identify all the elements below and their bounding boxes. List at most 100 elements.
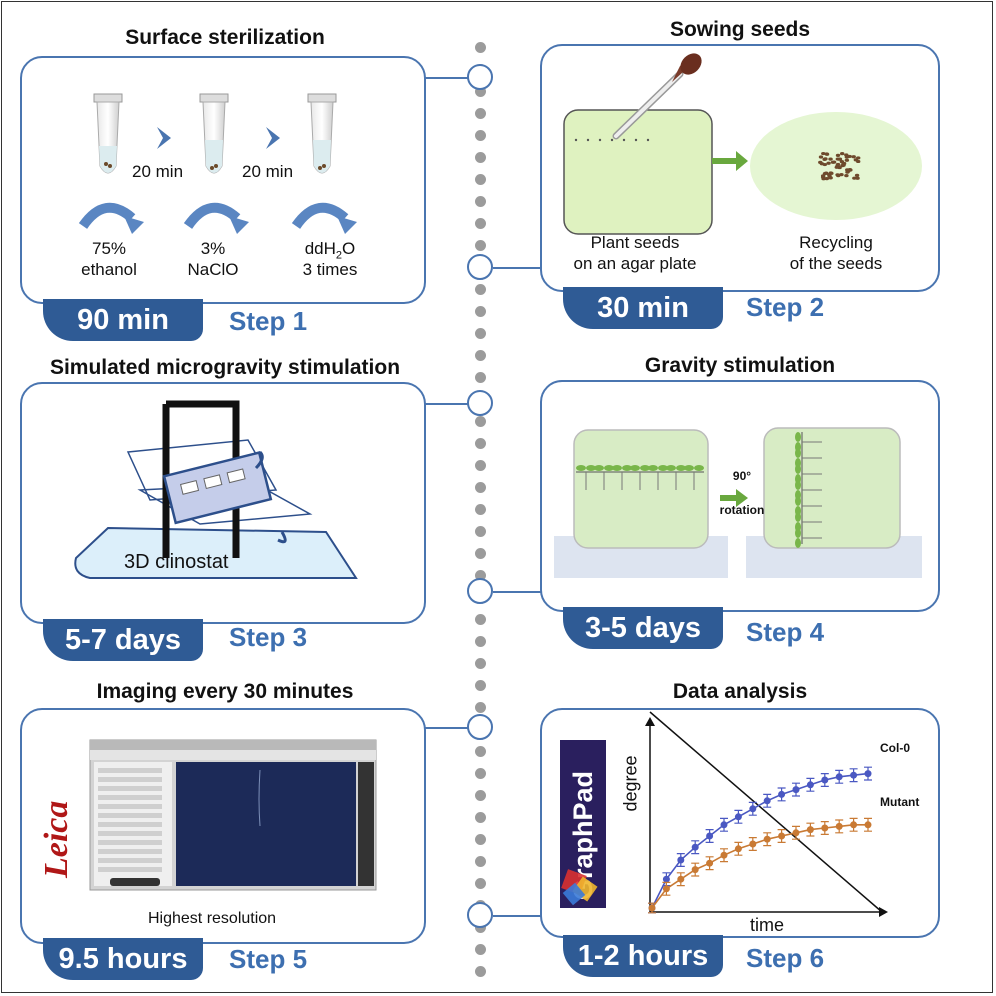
timeline-dot (475, 438, 486, 449)
seed (823, 157, 828, 161)
data-point (778, 832, 786, 840)
sowing-label-1b: on an agar plate (573, 254, 697, 273)
step-6-title: Data analysis (672, 680, 808, 703)
timeline-dot (475, 306, 486, 317)
seed (835, 162, 841, 167)
data-point (864, 821, 872, 829)
timeline-dot (475, 746, 486, 757)
data-point (850, 821, 858, 829)
seed (839, 172, 844, 177)
data-point (648, 904, 656, 912)
seedling-leaf (640, 465, 650, 471)
timeline-dot (475, 460, 486, 471)
timeline-dot (475, 130, 486, 141)
seed (828, 157, 833, 161)
step-2-label: Step 2 (746, 292, 825, 322)
step-4-title: Gravity stimulation (644, 354, 836, 377)
y-axis-arrow-icon (645, 717, 655, 726)
chevron-icon-2 (266, 127, 280, 149)
timeline-node-step-5 (467, 714, 493, 740)
seed (836, 157, 842, 161)
timeline-dot (475, 108, 486, 119)
solution-1-name: ethanol (81, 260, 137, 279)
seedling-leaf (795, 432, 801, 442)
step-5-label: Step 5 (229, 944, 308, 974)
data-point (662, 885, 670, 893)
timeline-dot (475, 196, 486, 207)
connector-step-4 (493, 591, 545, 593)
data-point (734, 845, 742, 853)
seed (830, 160, 836, 164)
tube-1-icon (93, 93, 123, 174)
data-point (778, 790, 786, 798)
seedling-leaf (666, 465, 676, 471)
connector-step-1 (425, 77, 480, 79)
sidebar-row (98, 813, 162, 818)
incubation-time-1: 20 min (132, 162, 184, 181)
data-point (749, 840, 757, 848)
data-point (706, 859, 714, 867)
data-point (691, 866, 699, 874)
step-6-duration: 1-2 hours (563, 935, 723, 977)
clinostat-label: 3D clinostat (124, 551, 229, 573)
gravity-illustration (554, 427, 922, 578)
seedling-leaf (795, 496, 801, 506)
seed (851, 155, 856, 159)
data-point (662, 875, 670, 883)
seedling-leaf (694, 465, 704, 471)
sidebar-row (98, 795, 162, 800)
timeline-dot (475, 482, 486, 493)
graphpad-logo: GraphPad (560, 740, 606, 908)
data-point (763, 797, 771, 805)
timeline-dot (475, 680, 486, 691)
data-point (792, 786, 800, 794)
step-4-duration: 3-5 days (563, 607, 723, 649)
seedling-leaf (795, 480, 801, 490)
timeline-dot (475, 42, 486, 53)
timeline-dot (475, 702, 486, 713)
x-axis-arrow-icon (879, 907, 888, 917)
seed (824, 177, 830, 181)
sidebar-row (98, 858, 162, 863)
leica-logo: Leica (38, 800, 75, 878)
data-point (706, 832, 714, 840)
seedling-leaf (648, 465, 658, 471)
timeline-dot (475, 790, 486, 801)
seed (818, 160, 823, 164)
imaging-software-screenshot (89, 739, 377, 891)
step-1-duration: 90 min (43, 299, 203, 341)
seed (818, 155, 824, 159)
seedling-leaf (795, 538, 801, 548)
step-3-duration: 5-7 days (43, 619, 203, 661)
solution-3-repeat: 3 times (302, 260, 358, 279)
seed (846, 169, 851, 173)
timeline-dot (475, 416, 486, 427)
timeline-dot (475, 658, 486, 669)
timeline-dot (475, 570, 486, 581)
data-point (720, 821, 728, 829)
seed (839, 152, 845, 156)
seed (826, 161, 831, 165)
timeline-node-step-4 (467, 578, 493, 604)
step-1-title: Surface sterilization (125, 26, 325, 49)
timeline-dot (475, 526, 486, 537)
seedling-leaf (795, 464, 801, 474)
timeline-dot (475, 350, 486, 361)
timeline-dot (475, 856, 486, 867)
data-point (677, 856, 685, 864)
seedling-leaf (795, 448, 801, 458)
rotation-degree: 90° (732, 469, 752, 483)
sterilization-illustration (78, 93, 357, 234)
seedling-leaf (604, 465, 614, 471)
sidebar-row (98, 831, 162, 836)
timeline-dot (475, 284, 486, 295)
timeline-dot (475, 614, 486, 625)
transfer-arrow-icon (712, 151, 748, 171)
data-point (806, 781, 814, 789)
data-point (720, 851, 728, 859)
chevron-icon-1 (157, 127, 171, 149)
step-5-title: Imaging every 30 minutes (96, 680, 354, 703)
seedling-leaf (586, 465, 596, 471)
seedling-leaf (684, 465, 694, 471)
